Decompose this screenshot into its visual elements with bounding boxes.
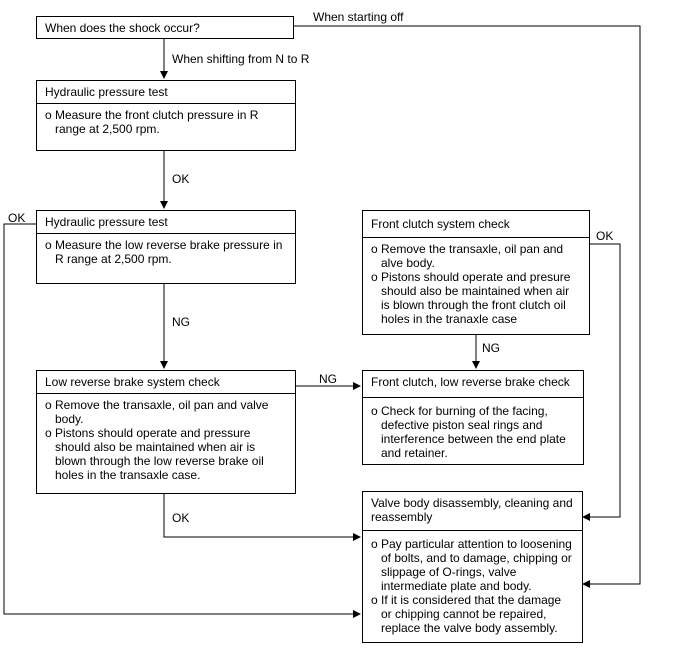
arrow-hp2-ok-to-valve-body bbox=[3, 223, 361, 618]
label-ng-lrb: NG bbox=[319, 372, 337, 386]
label-ng-hp2: NG bbox=[172, 315, 190, 329]
shock-occurrence-question-box: When does the shock occur? bbox=[36, 16, 294, 39]
label-ok-lrb: OK bbox=[172, 511, 190, 525]
label-when-shifting-n-to-r: When shifting from N to R bbox=[172, 52, 310, 66]
arrow-starting-off-to-valve-body bbox=[294, 25, 641, 588]
label-when-starting-off: When starting off bbox=[313, 10, 404, 24]
valve-body-disassembly-box: Valve body disassembly, cleaning and rea… bbox=[362, 491, 583, 643]
label-ok-hp1: OK bbox=[172, 172, 190, 186]
label-ng-fcs: NG bbox=[482, 341, 500, 355]
shock-occurrence-question: When does the shock occur? bbox=[45, 21, 200, 35]
low-reverse-brake-system-check-title: Low reverse brake system check bbox=[37, 371, 295, 394]
label-ok-fcs: OK bbox=[596, 229, 614, 243]
arrow-lrb-ok-to-valve-body bbox=[163, 493, 361, 541]
arrow-fcs-ok-to-valve-body bbox=[582, 243, 621, 521]
low-reverse-brake-pressure-test-title: Hydraulic pressure test bbox=[37, 211, 295, 234]
label-ok-left: OK bbox=[8, 211, 26, 225]
front-clutch-system-check-title: Front clutch system check bbox=[363, 211, 589, 238]
front-clutch-low-reverse-brake-check-title: Front clutch, low reverse brake check bbox=[363, 371, 583, 398]
front-clutch-pressure-test-title: Hydraulic pressure test bbox=[37, 81, 295, 104]
valve-body-disassembly-title: Valve body disassembly, cleaning and rea… bbox=[363, 492, 582, 531]
